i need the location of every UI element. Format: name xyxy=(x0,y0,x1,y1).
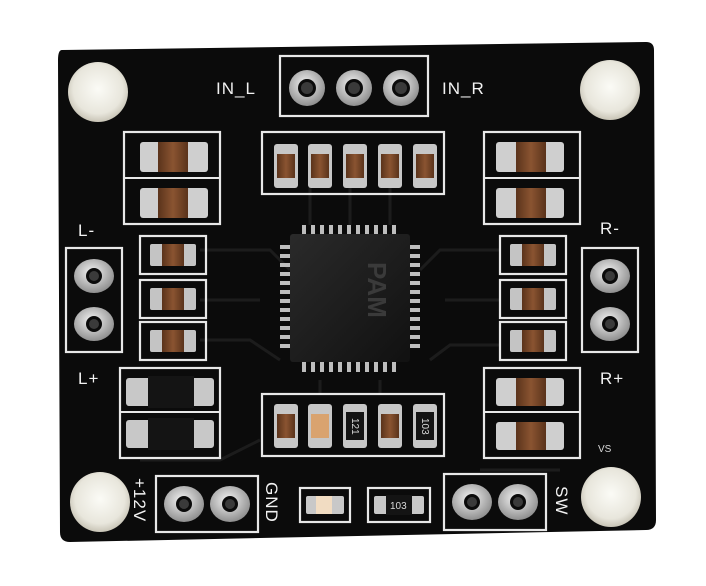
label-gnd: GND xyxy=(262,482,281,523)
label-r-minus: R- xyxy=(600,219,620,238)
mounting-hole-top-left xyxy=(68,62,128,122)
copper-traces xyxy=(140,180,560,472)
label-in-l: IN_L xyxy=(216,79,256,98)
label-in-r: IN_R xyxy=(442,79,485,98)
left-speaker-header xyxy=(64,246,124,354)
bottom-component-row: 121 103 xyxy=(260,392,446,458)
switch-header xyxy=(442,472,548,532)
left-lower-components xyxy=(118,366,222,460)
resistor-code-103: 103 xyxy=(419,418,430,435)
input-header xyxy=(278,54,430,118)
bottom-resistor: 103 xyxy=(366,486,432,524)
bottom-resistor-code: 103 xyxy=(390,501,407,512)
right-speaker-header xyxy=(580,246,640,354)
resistor-code-121: 121 xyxy=(349,418,360,435)
left-small-parts xyxy=(138,234,208,362)
label-sw: SW xyxy=(552,486,571,515)
mounting-hole-bottom-left xyxy=(70,472,130,532)
amplifier-ic: PAM xyxy=(280,225,420,372)
label-l-plus: L+ xyxy=(78,369,99,388)
ic-marking: PAM xyxy=(362,262,392,318)
right-output-capacitors xyxy=(482,130,582,226)
right-lower-capacitors xyxy=(482,366,582,460)
mounting-holes xyxy=(68,60,641,532)
power-header xyxy=(154,474,260,534)
label-r-plus: R+ xyxy=(600,369,624,388)
label-l-minus: L- xyxy=(78,221,95,240)
label-vs: VS xyxy=(598,444,612,455)
right-small-parts xyxy=(498,234,568,362)
left-output-capacitors xyxy=(122,130,222,226)
mounting-hole-bottom-right xyxy=(581,467,641,527)
label-power-plus: +12V xyxy=(130,478,149,522)
power-led xyxy=(298,486,352,524)
mounting-hole-top-right xyxy=(580,60,640,120)
ic-body xyxy=(290,234,410,362)
top-capacitor-row xyxy=(260,130,446,196)
